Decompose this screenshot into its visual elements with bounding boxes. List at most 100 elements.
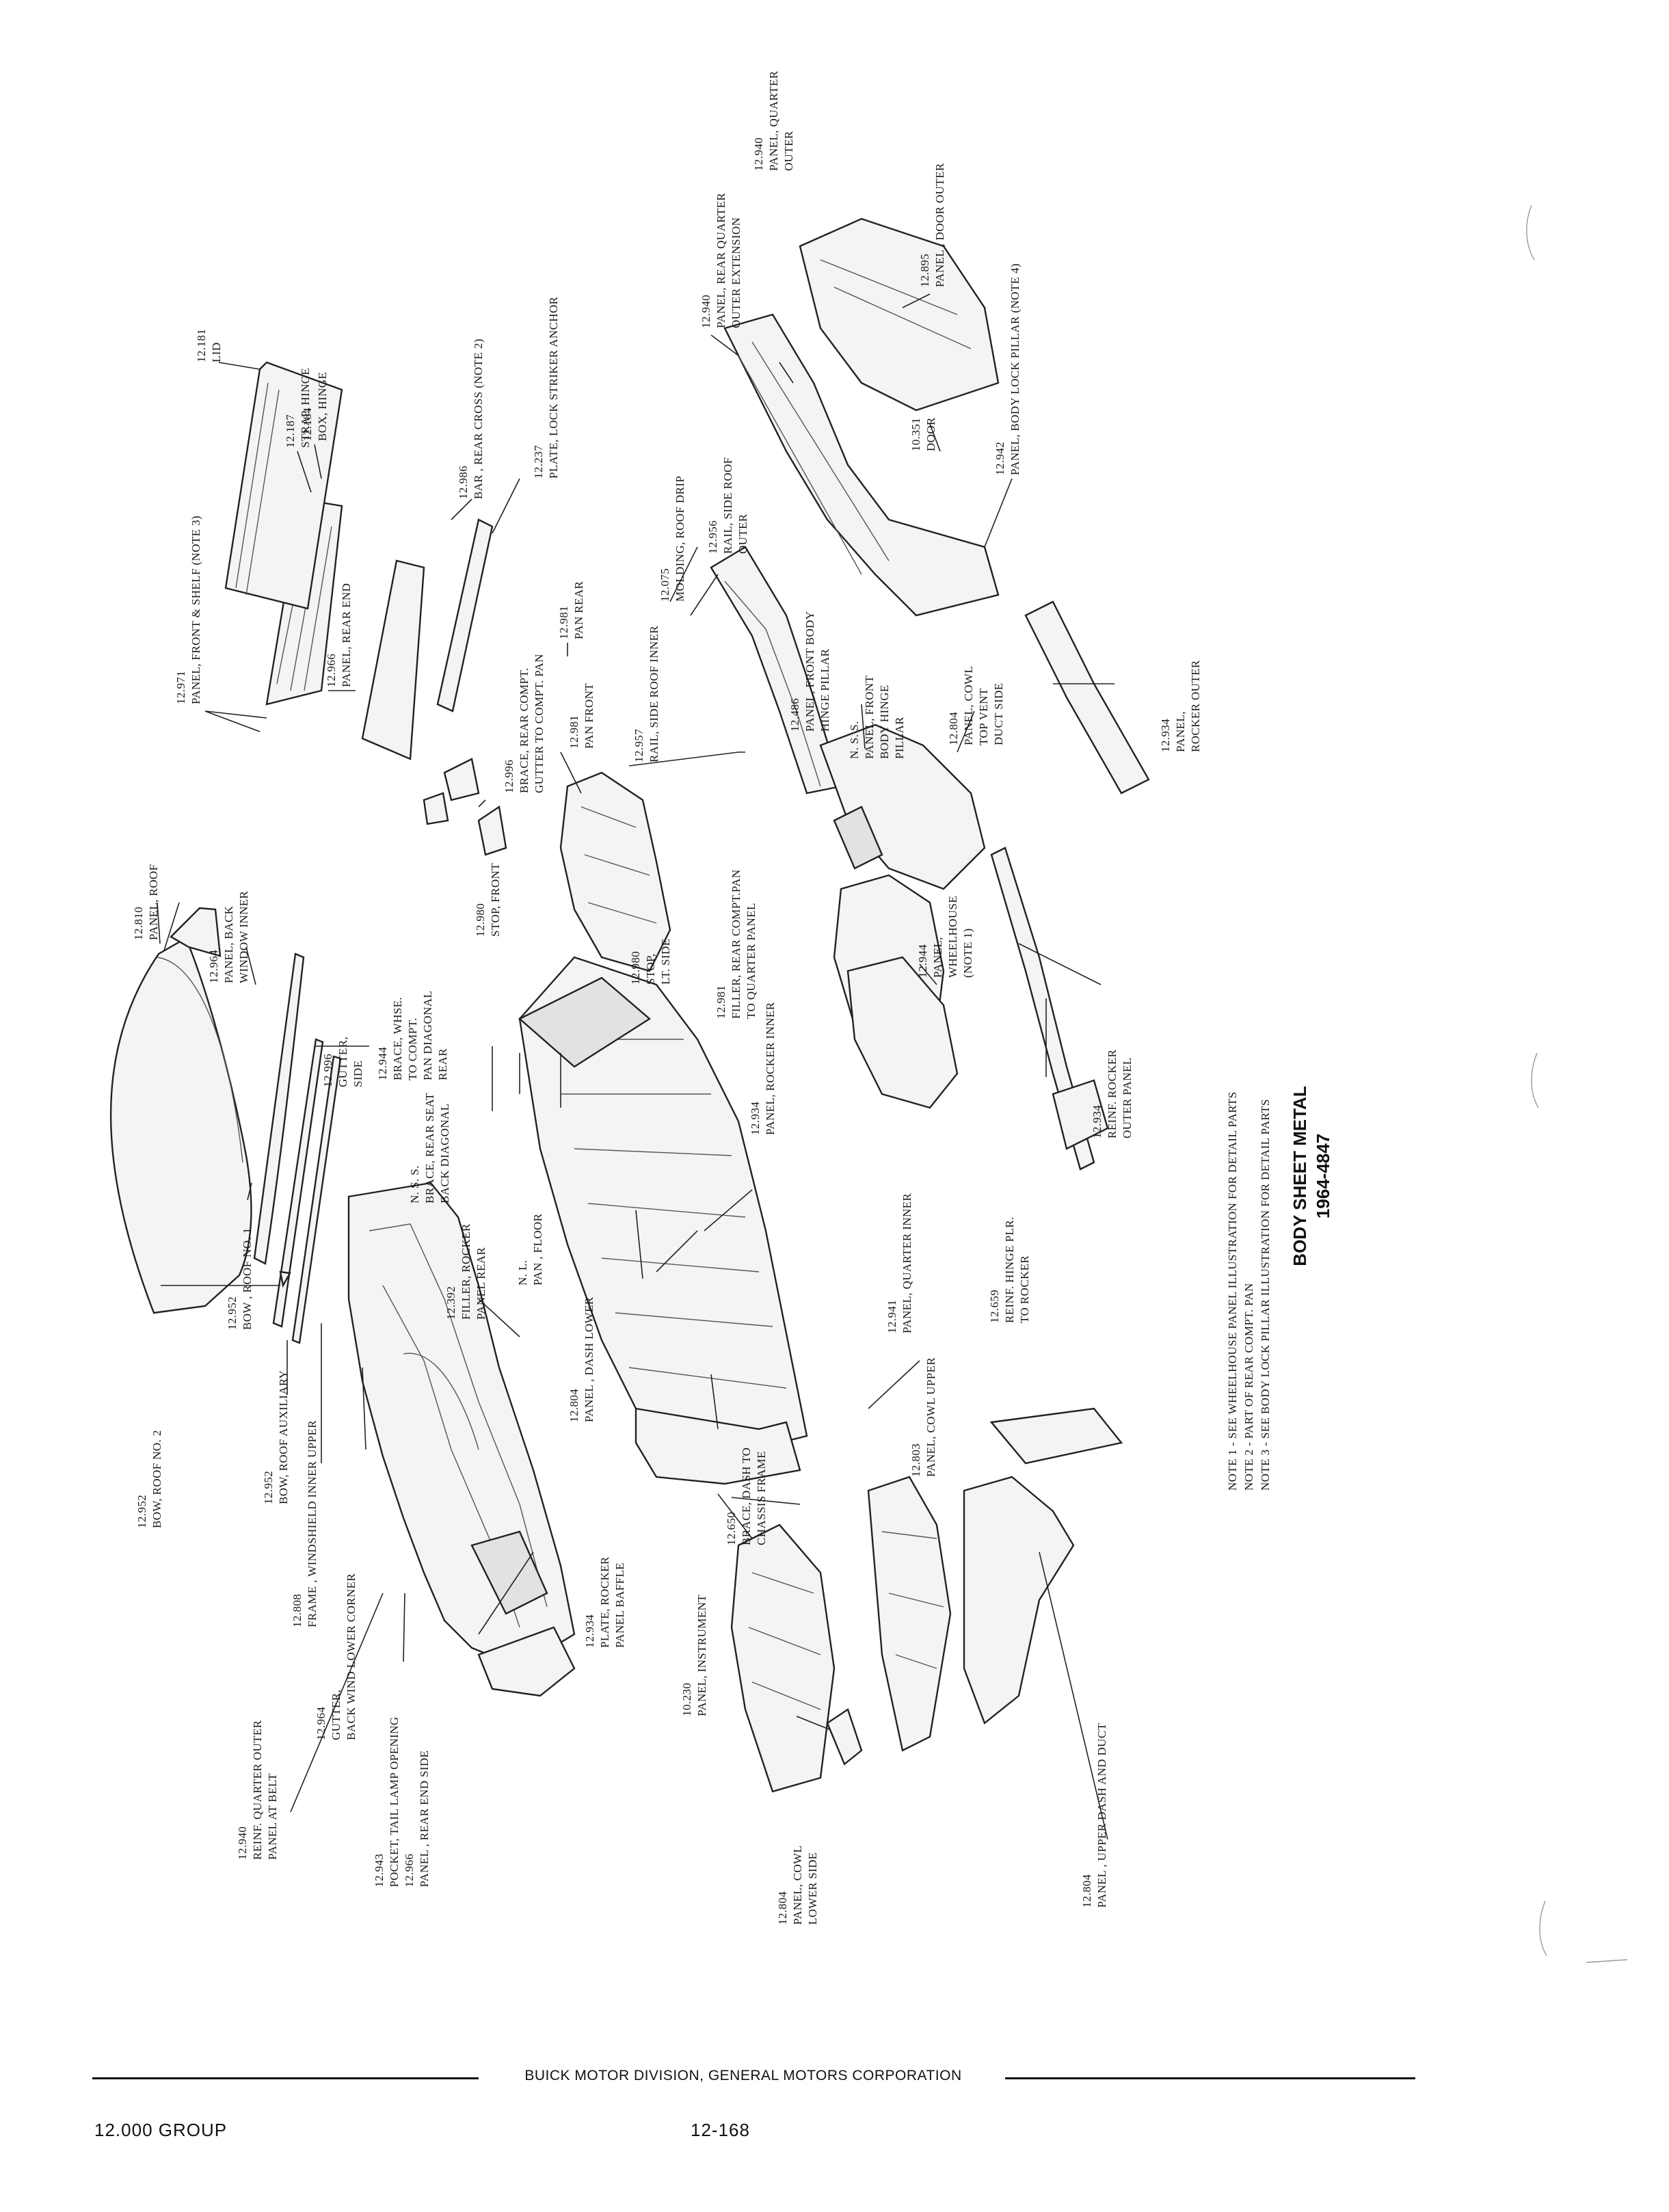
part-name: BOW , ROOF NO. 1 [241, 1227, 254, 1330]
part-number: 12.184 [301, 408, 314, 441]
part-name: BAR , REAR CROSS (NOTE 2) [472, 338, 485, 499]
part-name: REAR [436, 1048, 449, 1080]
part-name: GUTTER, [330, 1690, 343, 1740]
footer-division: BUICK MOTOR DIVISION, GENERAL MOTORS COR… [524, 2068, 962, 2083]
part-name: CHASSIS FRAME [755, 1451, 768, 1545]
upper-dash-duct-shape [963, 1476, 1075, 1724]
part-name: PANEL, [1174, 711, 1187, 752]
part-name: PANEL, REAR END [340, 583, 353, 687]
part-name: BRACE, DASH TO [740, 1448, 753, 1545]
part-name: (NOTE 1) [961, 928, 974, 978]
part-name: PANEL , UPPER DASH AND DUCT [1095, 1723, 1108, 1908]
note-1: NOTE 1 - SEE WHEELHOUSE PANEL ILLUSTRATI… [1226, 1091, 1239, 1491]
part-name: STOP, FRONT [489, 863, 502, 937]
part-number: 12.943 [373, 1854, 386, 1887]
part-name: BRACE, REAR SEAT [423, 1093, 436, 1203]
part-name: OUTER PANEL [1121, 1057, 1134, 1138]
part-number: 12.934 [1091, 1105, 1104, 1138]
part-name: PAN REAR [572, 581, 585, 639]
part-name: PILLAR [893, 717, 906, 759]
part-name: LID [210, 342, 223, 362]
part-number: 12.940 [752, 137, 765, 171]
part-number: 12.486 [788, 698, 801, 732]
part-name: FRAME , WINDSHIELD INNER UPPER [306, 1420, 319, 1627]
part-name: PANEL, ROOF [147, 864, 160, 940]
part-name: PLATE, LOCK STRIKER ANCHOR [547, 296, 560, 479]
part-name: ROCKER OUTER [1189, 660, 1202, 752]
footer-group: 12.000 GROUP [94, 2120, 228, 2140]
footer-rule-left [92, 2077, 479, 2079]
part-number: 12.944 [376, 1047, 389, 1080]
part-number: 12.957 [632, 729, 645, 762]
part-number: 12.981 [568, 715, 580, 749]
floor-pan-shape [518, 956, 808, 1451]
rear-compt-pan-shape [559, 771, 671, 972]
part-name: TO COMPT. [406, 1017, 419, 1080]
part-name: LOWER SIDE [806, 1852, 819, 1925]
part-number: 12.808 [291, 1594, 304, 1627]
cowl-lower-side-shape [826, 1708, 863, 1765]
part-name: MOLDING, ROOF DRIP [673, 476, 686, 602]
footer-page-number: 12-168 [691, 2120, 750, 2140]
quarter-inner-shape [846, 956, 959, 1109]
part-name: PANEL , DOOR OUTER [933, 163, 946, 287]
rocker-outer-shape [1024, 600, 1150, 795]
part-number: 10.230 [680, 1683, 693, 1716]
part-name: PANEL BAFFLE [613, 1562, 626, 1648]
part-number: N. S. S. [848, 721, 861, 759]
dash-lower-shape [635, 1407, 801, 1485]
part-number: 12.804 [568, 1389, 580, 1422]
part-number: 12.981 [715, 985, 727, 1019]
part-number: 12.980 [629, 951, 642, 985]
part-name: GUTTER, [336, 1037, 349, 1087]
part-name: FILLER, REAR COMPT.PAN [730, 869, 743, 1019]
part-number: 12.964 [315, 1707, 328, 1740]
part-name: PANEL, BACK [222, 905, 235, 983]
part-number: 12.803 [909, 1443, 922, 1477]
part-name: PANEL, [931, 937, 944, 978]
part-name: OUTER EXTENSION [730, 217, 743, 328]
title-block: BODY SHEET METAL 1964-4847 [1290, 1086, 1333, 1266]
quarter-outer-panel-shape [723, 313, 1000, 617]
part-name: WHEELHOUSE [946, 896, 959, 978]
part-name: PAN DIAGONAL [421, 991, 434, 1080]
part-name: HINGE PILLAR [818, 648, 831, 732]
back-window-panel-shape [253, 952, 305, 1265]
part-name: PLATE, ROCKER [598, 1556, 611, 1648]
part-name: RAIL, SIDE ROOF INNER [647, 626, 660, 762]
part-number: 12.804 [1080, 1874, 1093, 1908]
part-number: 12.996 [503, 760, 516, 793]
part-number: 12.966 [325, 654, 338, 687]
part-name: 12.966 [403, 1854, 416, 1887]
part-name: TO QUARTER PANEL [745, 903, 758, 1019]
